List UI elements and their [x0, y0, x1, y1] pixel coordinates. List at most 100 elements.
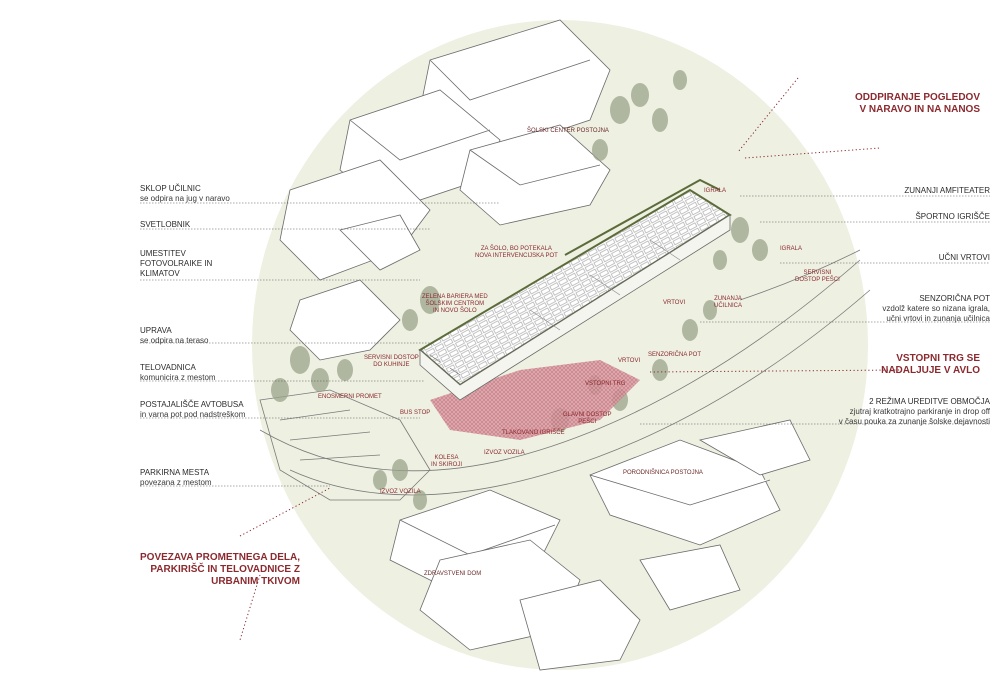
label-sub: v času pouka za zunanje šolske dejavnost…	[838, 417, 990, 426]
tag-text: SENZORIČNA POT	[648, 352, 702, 358]
label-umestitev: UMESTITEV FOTOVOLRAIKE IN KLIMATOV	[140, 249, 212, 279]
label-title: SVETLOBNIK	[140, 220, 191, 229]
label-title: 2 REŽIMA UREDITVE OBMOČJA	[869, 397, 990, 406]
tag-text: DO KUHINJE	[373, 362, 410, 368]
school-building	[418, 178, 732, 401]
tag-izvoz-b: IZVOZ VOZILA	[380, 489, 421, 496]
leader-lines-right	[640, 195, 990, 425]
label-sub: učni vrtovi in zunanja učilnica	[886, 314, 990, 323]
tag-servisni-kuhinja: SERVISNI DOSTOP DO KUHINJE	[364, 355, 419, 369]
label-title: ZUNANJI AMFITEATER	[904, 186, 990, 195]
tag-glavni-dostop: GLAVNI DOSTOP PEŠCI	[563, 412, 611, 426]
label-title: KLIMATOV	[140, 269, 180, 278]
label-sub: povezana z mestom	[140, 478, 212, 487]
label-title: POSTAJALIŠČE AVTOBUSA	[140, 400, 244, 409]
tag-text: VSTOPNI TRG	[585, 381, 626, 387]
headline-line: POVEZAVA PROMETNEGA DELA,	[140, 552, 301, 563]
tag-igrala-top: IGRALA	[704, 188, 726, 195]
headline-line: NADALJUJE V AVLO	[881, 365, 980, 376]
label-title: PARKIRNA MESTA	[140, 468, 210, 477]
tag-text: ŠOLSKI CENTER POSTOJNA	[527, 128, 609, 134]
label-uprava: UPRAVA se odpira na teraso	[140, 326, 209, 346]
label-ucni-vrtovi: UČNI VRTOVI	[939, 253, 990, 263]
tag-text: SERVISNI	[803, 270, 832, 276]
tag-text: ŠOLSKIM CENTROM	[425, 301, 485, 307]
tag-vstopni-trg: VSTOPNI TRG	[585, 381, 625, 388]
label-title: TELOVADNICA	[140, 363, 196, 372]
callout-lines	[239, 77, 901, 641]
tag-zelena-bariera: ZELENA BARIERA MED ŠOLSKIM CENTROM IN NO…	[422, 294, 488, 315]
tag-text: VRTOVI	[618, 358, 641, 364]
label-zunanji-amfiteater: ZUNANJI AMFITEATER	[904, 186, 990, 196]
leader-lines-left	[140, 202, 500, 487]
headline-vstopni-trg: VSTOPNI TRG SE NADALJUJE V AVLO	[881, 353, 980, 377]
headline-line: URBANIM TKIVOM	[211, 576, 300, 587]
tag-text: ZUNANJA	[714, 296, 742, 302]
label-telovadnica: TELOVADNICA komunicira z mestom	[140, 363, 216, 383]
label-title: ŠPORTNO IGRIŠČE	[915, 212, 990, 221]
tag-text: IN NOVO ŠOLO	[433, 308, 477, 314]
tag-vrtovi-b: VRTOVI	[618, 358, 640, 365]
headline-line: VSTOPNI TRG SE	[896, 353, 980, 364]
tag-text: VRTOVI	[663, 300, 686, 306]
tag-text: ZA ŠOLO, BO POTEKALA	[480, 246, 552, 252]
label-title: UMESTITEV	[140, 249, 186, 258]
label-title: UČNI VRTOVI	[938, 253, 990, 262]
label-sub: komunicira z mestom	[140, 373, 216, 382]
roads	[259, 249, 871, 501]
label-title: UPRAVA	[140, 326, 172, 335]
tag-izvoz-a: IZVOZ VOZILA	[484, 450, 525, 457]
tag-text: PORODNIŠNICA POSTOJNA	[623, 470, 703, 476]
tag-text: KOLESA	[434, 455, 459, 461]
headline-line: PARKIRIŠČ IN TELOVADNICE Z	[150, 564, 300, 575]
tag-igrala-right: IGRALA	[780, 246, 802, 253]
label-sub: zjutraj kratkotrajno parkiranje in drop …	[849, 407, 990, 416]
tag-zunanja-ucilnica: ZUNANJA UČILNICA	[714, 296, 742, 310]
label-sklop-ucilnic: SKLOP UČILNIC se odpira na jug v naravo	[140, 184, 230, 204]
headline-odpiranje-pogledov: ODDPIRANJE POGLEDOV V NARAVO IN NA NANOS	[855, 92, 980, 116]
tag-text: ZELENA BARIERA MED	[422, 294, 488, 300]
tag-text: IGRALA	[704, 188, 727, 194]
headline-line: ODDPIRANJE POGLEDOV	[854, 92, 980, 103]
label-title: SKLOP UČILNIC	[140, 184, 201, 193]
label-sub: se odpira na jug v naravo	[140, 194, 230, 203]
tag-text: UČILNICA	[714, 303, 743, 309]
tag-kolesa: KOLESA IN SKIROJI	[431, 455, 462, 469]
tag-za-solo: ZA ŠOLO, BO POTEKALA NOVA INTERVENCIJSKA…	[475, 246, 558, 260]
tag-vrtovi-a: VRTOVI	[663, 300, 685, 307]
label-title: SENZORIČNA POT	[919, 294, 990, 303]
label-senzoricna-pot: SENZORIČNA POT vzdolž katere so nizana i…	[882, 294, 990, 324]
tag-senzoricna-pot: SENZORIČNA POT	[648, 352, 701, 359]
entrance-plaza	[430, 360, 640, 440]
label-sub: vzdolž katere so nizana igrala,	[882, 304, 990, 313]
tag-text: GLAVNI DOSTOP	[563, 412, 612, 418]
tag-text: BUS STOP	[400, 410, 431, 416]
tag-text: IZVOZ VOZILA	[484, 450, 525, 456]
tag-text: PEŠCI	[578, 419, 597, 425]
tag-bus-stop: BUS STOP	[400, 410, 430, 417]
label-parkirna-mesta: PARKIRNA MESTA povezana z mestom	[140, 468, 212, 488]
tag-text: SERVISNI DOSTOP	[364, 355, 419, 361]
label-postajalisce: POSTAJALIŠČE AVTOBUSA in varna pot pod n…	[140, 400, 245, 420]
label-sub: se odpira na teraso	[140, 336, 209, 345]
tag-text: IZVOZ VOZILA	[380, 489, 421, 495]
tag-solski-center: ŠOLSKI CENTER POSTOJNA	[527, 128, 609, 135]
tag-tlakovano: TLAKOVANO IGRIŠČE	[502, 430, 565, 437]
headline-povezava: POVEZAVA PROMETNEGA DELA, PARKIRIŠČ IN T…	[140, 552, 300, 588]
tag-text: NOVA INTERVENCIJSKA POT	[475, 253, 558, 259]
tag-zdravstveni: ZDRAVSTVENI DOM	[424, 571, 481, 578]
tag-servisni-pesci: SERVISNI DOSTOP PEŠCI	[795, 270, 840, 284]
context-buildings-bottom	[389, 419, 811, 671]
label-sub: in varna pot pod nadstreškom	[140, 410, 246, 419]
tag-text: DOSTOP PEŠCI	[795, 277, 840, 283]
label-title: FOTOVOLRAIKE IN	[140, 259, 213, 268]
tag-text: IN SKIROJI	[431, 462, 463, 468]
label-sportno-igrisce: ŠPORTNO IGRIŠČE	[915, 212, 990, 222]
headline-line: V NARAVO IN NA NANOS	[859, 104, 980, 115]
context-buildings-top	[279, 19, 611, 361]
label-svetlobnik: SVETLOBNIK	[140, 220, 190, 230]
tag-text: ENOSMERNI PROMET	[318, 394, 382, 400]
tag-text: IGRALA	[780, 246, 803, 252]
